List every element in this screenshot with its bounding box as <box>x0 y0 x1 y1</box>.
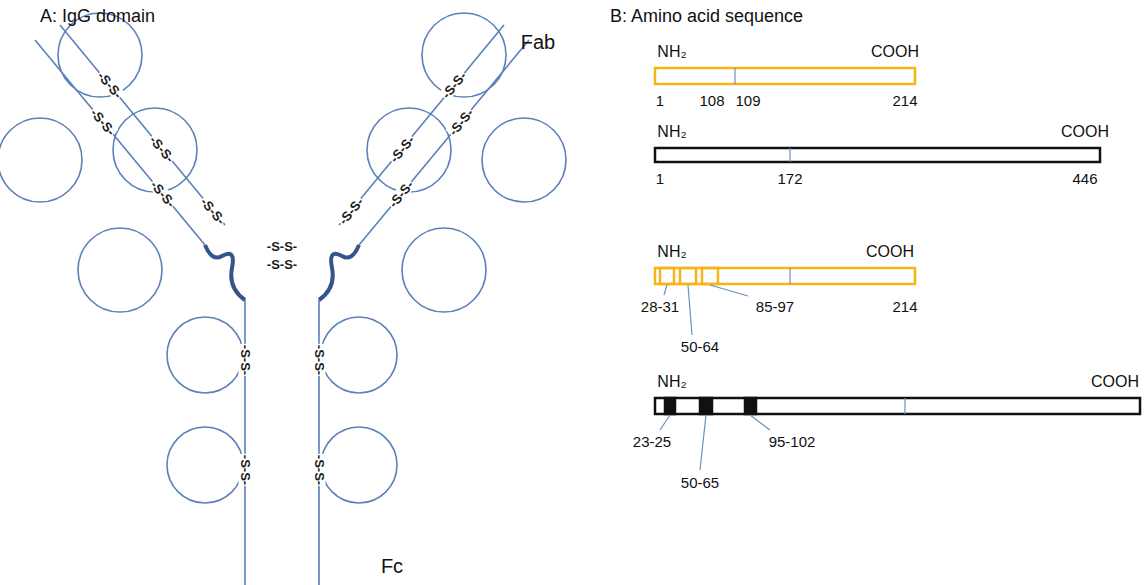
light-chain-bar <box>655 268 915 284</box>
terminus-label: NH₂ <box>657 44 686 60</box>
disulfide-bond: -S-S- <box>387 132 418 165</box>
antibody-chains <box>0 13 566 585</box>
disulfide-bond: -S-S- <box>266 240 298 253</box>
residue-number: 1 <box>656 93 664 108</box>
leader-line <box>710 285 748 296</box>
terminus-label: NH₂ <box>657 374 686 390</box>
residue-number: 214 <box>892 93 917 108</box>
panel-heading: A: IgG domain <box>40 7 155 25</box>
disulfide-bond: -S-S- <box>313 344 326 376</box>
hinge-region <box>205 245 359 300</box>
region-label: Fc <box>381 556 403 576</box>
leader-line <box>664 285 667 295</box>
terminus-label: COOH <box>871 44 919 60</box>
cdr-region <box>665 398 675 414</box>
residue-range: 95-102 <box>769 434 816 449</box>
sequence-bars <box>655 68 1140 414</box>
domain-loop <box>78 228 162 312</box>
cdr-region <box>700 398 712 414</box>
cdr-region <box>660 268 674 284</box>
residue-range: 23-25 <box>633 434 671 449</box>
domain-loop <box>422 13 506 97</box>
disulfide-bond: -S-S- <box>198 194 229 227</box>
hinge-zigzag <box>205 245 245 300</box>
disulfide-bond: -S-S- <box>148 177 179 210</box>
disulfide-bond: -S-S- <box>336 194 367 227</box>
heavy-chain-bar <box>655 148 1100 162</box>
residue-range: 50-64 <box>681 339 719 354</box>
domain-loop <box>321 427 397 503</box>
residue-number: 109 <box>735 93 760 108</box>
cdr-region <box>680 268 696 284</box>
disulfide-bond: -S-S- <box>313 454 326 486</box>
cdr-region <box>745 398 756 414</box>
terminus-label: NH₂ <box>657 244 686 260</box>
region-label: Fab <box>521 32 555 52</box>
domain-divider <box>789 268 790 284</box>
residue-range: 85-97 <box>756 299 794 314</box>
disulfide-bond: -S-S- <box>386 177 417 210</box>
terminus-label: COOH <box>1061 124 1109 140</box>
panel-heading: B: Amino acid sequence <box>610 7 803 25</box>
domain-loop <box>167 427 243 503</box>
leader-line <box>750 415 770 430</box>
disulfide-bond: -S-S- <box>88 105 119 138</box>
disulfide-bond: -S-S- <box>239 454 252 486</box>
domain-divider <box>734 68 735 84</box>
disulfide-bond: -S-S- <box>239 344 252 376</box>
light-chain-bar <box>655 68 915 84</box>
domain-divider <box>904 398 905 414</box>
hinge-zigzag <box>319 245 359 300</box>
leader-line <box>660 415 670 430</box>
domain-loop <box>321 317 397 393</box>
terminus-label: COOH <box>1091 374 1139 390</box>
disulfide-bond: -S-S- <box>147 132 178 165</box>
residue-number: 214 <box>892 299 917 314</box>
domain-loop <box>167 317 243 393</box>
cdr-region <box>702 268 718 284</box>
domain-loop <box>402 228 486 312</box>
residue-number: 172 <box>777 171 802 186</box>
residue-range: 50-65 <box>681 475 719 490</box>
domain-loop <box>58 13 142 97</box>
domain-loop <box>0 118 82 202</box>
residue-range: 28-31 <box>641 299 679 314</box>
terminus-label: COOH <box>866 244 914 260</box>
fc-chain-line <box>244 300 246 585</box>
fc-chain-line <box>318 300 320 585</box>
residue-number: 446 <box>1072 171 1097 186</box>
heavy-chain-bar <box>655 398 1140 414</box>
domain-divider <box>789 148 790 162</box>
residue-number: 1 <box>656 171 664 186</box>
leader-line <box>688 285 692 335</box>
disulfide-bond: -S-S- <box>446 105 477 138</box>
terminus-label: NH₂ <box>657 124 686 140</box>
disulfide-bond: -S-S- <box>266 258 298 271</box>
residue-number: 108 <box>699 93 724 108</box>
domain-loop <box>482 118 566 202</box>
leader-line <box>700 415 706 470</box>
